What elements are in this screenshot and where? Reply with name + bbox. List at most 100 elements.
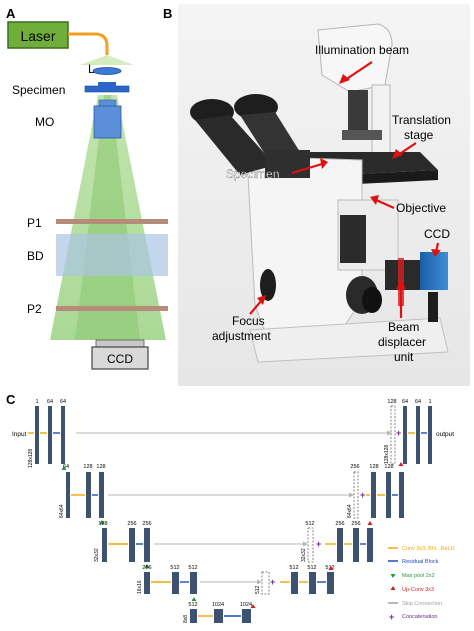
svg-text:+: + [360, 490, 365, 500]
l1-ch-1: 1 [35, 399, 38, 405]
l4-block-1 [144, 572, 150, 594]
l2-block-2 [86, 472, 91, 518]
l2-size: 64x64 [59, 504, 65, 518]
specimen-label-a: Specimen [12, 83, 65, 97]
focus-arrow [249, 299, 263, 315]
l1-ch-r3: 64 [415, 399, 421, 405]
beam-displacer [56, 234, 168, 276]
l5-block-2 [214, 609, 223, 623]
beam-arrowhead [396, 280, 406, 289]
l1-ch-3: 64 [60, 399, 66, 405]
translation-label-1: Translation [392, 113, 451, 127]
l4-up-block [261, 571, 270, 595]
l3-block-1 [102, 528, 107, 562]
legend-upconv: Up-Conv 3x3 [402, 587, 434, 593]
specimen-label-b: Specimen [226, 167, 279, 181]
legend-residual: Residual Block [402, 559, 439, 565]
legend-skip: Skip Connection [402, 601, 442, 607]
l3-size: 32x32 [94, 548, 100, 562]
laser-label: Laser [20, 28, 55, 44]
l1-size-right: 128x128 [384, 445, 390, 464]
l4-size-right: 512 [255, 585, 261, 594]
l2-ch-r3: 128 [384, 464, 393, 470]
l3-size-right: 32x32 [301, 548, 307, 562]
encoder-level-1: 1 64 64 128x128 [28, 399, 67, 470]
l4-dec-block-1 [291, 572, 298, 594]
objective-arrowhead [370, 195, 379, 205]
legend-upconv-icon [390, 586, 396, 590]
encoder-level-3: 128 256 256 32x32 [94, 521, 152, 568]
beam-label-1: Beam [388, 320, 419, 334]
l3-dec-block-2 [353, 528, 359, 562]
svg-text:+: + [396, 428, 401, 438]
input-label: Input [12, 431, 27, 438]
ccd-arrowhead [431, 249, 441, 257]
l4-ch-3: 512 [188, 565, 197, 571]
translation-arrow [397, 142, 417, 156]
bottleneck: 512 1024 1024 8x8 [183, 602, 256, 623]
l1-ch-r1: 128 [387, 399, 396, 405]
l2-ch-2: 128 [83, 464, 92, 470]
l1-dec-block-1 [403, 406, 407, 464]
l4-size: 16x16 [137, 580, 143, 594]
lens-label: L [88, 62, 95, 76]
specimen-sample [98, 82, 116, 87]
legend-maxpool: Max pool 2x2 [402, 573, 435, 579]
encoder-level-4: 256 512 512 16x16 [137, 565, 198, 601]
legend-concat-icon: + [389, 612, 394, 622]
l3-dec-block-1 [337, 528, 343, 562]
specimen-arrow [291, 162, 323, 175]
l2-ch-r1: 256 [350, 464, 359, 470]
objective-body [93, 105, 122, 139]
l1-dec-block-2 [416, 406, 420, 464]
l4-dec-block-2 [309, 572, 316, 594]
l4-dec-block-3 [327, 572, 334, 594]
illumination-beam-label: Illumination beam [315, 43, 409, 57]
output-label: output [436, 431, 454, 438]
l2-dec-block-2 [386, 472, 391, 518]
l2-dec-block-1 [371, 472, 376, 518]
l5-ch-2: 1024 [212, 602, 224, 608]
l3-ch-r3: 256 [351, 521, 360, 527]
laser-box [7, 21, 69, 49]
objective-label-a: MO [35, 115, 54, 129]
l3-ch-r1: 512 [305, 521, 314, 527]
l4-ch-r1: 512 [289, 565, 298, 571]
l1-ch-r2: 64 [402, 399, 408, 405]
l2-ch-1: 64 [63, 464, 69, 470]
legend-maxpool-icon [390, 574, 396, 578]
bd-label: BD [27, 249, 44, 263]
l5-block-3 [242, 609, 251, 623]
legend: Conv 3x3, BN , ReLU Residual Block Max p… [388, 546, 455, 622]
l3-block-2 [129, 528, 135, 562]
panel-a-letter: A [6, 6, 16, 21]
decoder-level-3: 512 256 256 32x32 + [301, 521, 373, 563]
l5-ch-3: 1024 [240, 602, 252, 608]
panel-b-letter: B [163, 6, 172, 21]
l3-block-3 [144, 528, 150, 562]
decoder-level-1: 128 64 64 1 128x128 + [384, 399, 432, 465]
specimen-arrowhead [320, 158, 328, 169]
legend-conv: Conv 3x3, BN , ReLU [402, 546, 455, 552]
l2-block-1 [66, 472, 70, 518]
legend-concat: Concatenation [402, 614, 437, 620]
panel-c: C Input output 1 64 64 128x128 64 [6, 392, 455, 623]
ccd-label-a: CCD [107, 352, 133, 366]
l4-ch-1: 256 [142, 565, 151, 571]
p2-label: P2 [27, 302, 42, 316]
svg-text:+: + [316, 539, 321, 549]
beam-top [80, 55, 134, 65]
l1-block-1 [35, 406, 39, 464]
lens-icon [92, 67, 122, 75]
l1-size: 128x128 [28, 449, 34, 468]
panel-c-letter: C [6, 392, 16, 407]
l1-block-3 [61, 406, 65, 464]
l1-block-2 [48, 406, 52, 464]
l1-up-block [390, 405, 396, 465]
l1-ch-2: 64 [47, 399, 53, 405]
encoder-level-2: 64 128 128 64x64 [59, 464, 106, 524]
l2-ch-3: 128 [96, 464, 105, 470]
beam-label-2: displacer [378, 335, 426, 349]
l2-size-right: 64x64 [347, 504, 353, 518]
panel-a: A Laser L Specimen MO P1 BD P2 CCD [6, 6, 168, 370]
